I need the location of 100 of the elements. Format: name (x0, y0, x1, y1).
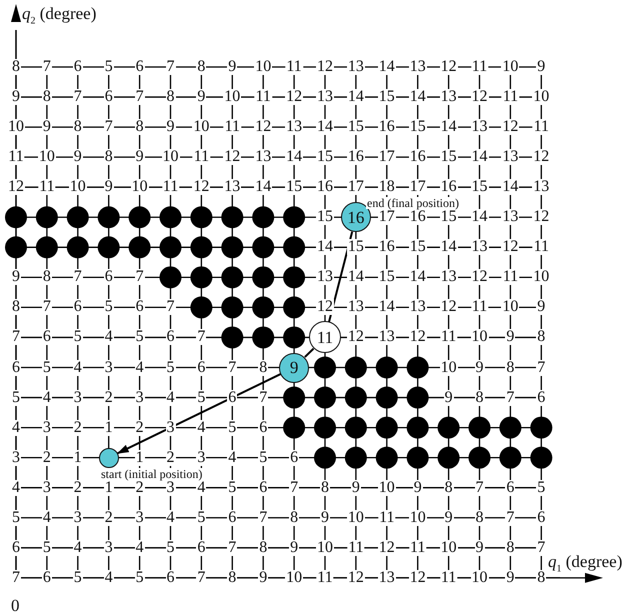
grid-value: 15 (408, 119, 427, 136)
grid-value: 13 (470, 119, 488, 136)
grid-value: 4 (11, 480, 21, 496)
grid-value: 13 (346, 299, 365, 316)
grid-value: 7 (289, 480, 300, 496)
grid-value: 11 (162, 179, 180, 196)
grid-value: 6 (11, 540, 21, 556)
grid-value: 8 (134, 119, 145, 136)
grid-value: 8 (258, 360, 268, 376)
grid-value: 8 (444, 480, 454, 496)
grid-value: 3 (134, 510, 145, 526)
grid-value: 2 (72, 420, 83, 436)
grid-value: 2 (134, 480, 145, 496)
grid-value: 14 (316, 239, 334, 256)
grid-value: 13 (254, 149, 272, 166)
grid-value: 10 (68, 179, 87, 196)
grid-value: 4 (166, 390, 176, 406)
grid-value: 8 (505, 540, 516, 556)
grid-value: 7 (166, 299, 176, 316)
grid-value: 12 (192, 179, 210, 196)
grid-value: 11 (502, 269, 520, 286)
grid-value: 15 (470, 179, 488, 196)
axis-label: q$_{2}$ (degree) (22, 4, 96, 28)
grid-value: 13 (346, 59, 365, 75)
grid-value: 5 (72, 329, 83, 346)
grid-value: 14 (254, 179, 272, 196)
grid-value: 1 (104, 480, 114, 496)
grid-value: 5 (42, 360, 52, 376)
grid-value: 13 (532, 179, 550, 196)
grid-value: 10 (470, 329, 488, 346)
grid-value: 4 (42, 390, 52, 406)
grid-value: 9 (134, 149, 145, 166)
grid-value: 13 (285, 119, 304, 136)
grid-value: 12 (408, 329, 427, 346)
grid-value: 10 (440, 360, 458, 376)
grid-value: 5 (196, 390, 206, 406)
grid-value: 10 (378, 480, 396, 496)
grid-value: 8 (505, 360, 516, 376)
grid-value: 13 (470, 239, 488, 256)
grid-value: 8 (166, 89, 176, 106)
grid-value: 17 (408, 179, 427, 196)
grid-value: 14 (470, 149, 488, 166)
grid-value: 8 (289, 510, 300, 526)
grid-value: 11 (378, 510, 396, 526)
grid-value: 3 (42, 480, 52, 496)
grid-value: 10 (346, 510, 365, 526)
grid-value: 14 (440, 119, 458, 136)
grid-value: 9 (474, 360, 484, 376)
grid-value: 5 (104, 59, 114, 75)
grid-value: 3 (72, 390, 83, 406)
axis-label: q$_{1}$ (degree) (548, 552, 622, 576)
grid-value: 4 (72, 360, 83, 376)
grid-value: 5 (11, 510, 21, 526)
grid-value: 6 (536, 390, 546, 406)
grid-value: 6 (134, 59, 145, 75)
grid-value: 7 (196, 329, 206, 346)
grid-value: 2 (72, 480, 83, 496)
grid-value: 9 (444, 510, 454, 526)
grid-value: 7 (536, 360, 546, 376)
grid-value: 6 (42, 329, 52, 346)
grid-value: 12 (223, 149, 242, 166)
grid-value: 12 (501, 239, 520, 256)
grid-value: 7 (42, 59, 52, 75)
grid-value: 5 (166, 360, 176, 376)
grid-value: 14 (285, 149, 304, 166)
grid-value: 1 (104, 420, 114, 436)
grid-value: 15 (346, 239, 365, 256)
grid-value: 11 (470, 59, 488, 75)
grid-value: 10 (501, 59, 520, 75)
grid-value: 4 (104, 329, 114, 346)
grid-value: 7 (505, 390, 516, 406)
grid-value: 5 (227, 480, 238, 496)
grid-value: 8 (536, 329, 546, 346)
grid-value: 10 (501, 299, 520, 316)
grid-value: 7 (474, 480, 484, 496)
grid-value: 3 (104, 360, 114, 376)
grid-value: 6 (196, 540, 206, 556)
origin-label: 0 (11, 596, 20, 615)
grid-value: 5 (536, 480, 546, 496)
grid-value: 17 (346, 179, 365, 196)
grid-value: 8 (11, 299, 21, 316)
grid-value: 12 (254, 119, 272, 136)
node-label: 11 (316, 328, 334, 346)
grid-value: 9 (72, 149, 83, 166)
grid-value: 8 (474, 390, 484, 406)
grid-value: 8 (258, 540, 268, 556)
arrow (116, 373, 282, 454)
grid-value: 3 (134, 390, 145, 406)
position-caption: end (final position) (366, 197, 460, 209)
grid-value: 10 (254, 59, 272, 75)
grid-value: 10 (532, 269, 550, 286)
grid-value: 18 (378, 179, 396, 196)
grid-value: 7 (11, 329, 21, 346)
grid-value: 8 (196, 59, 206, 75)
grid-value: 14 (408, 269, 427, 286)
grid-value: 14 (378, 59, 396, 75)
grid-value: 5 (166, 540, 176, 556)
grid-value: 6 (134, 299, 145, 316)
grid-value: 9 (42, 119, 52, 136)
grid-value: 16 (378, 119, 396, 136)
